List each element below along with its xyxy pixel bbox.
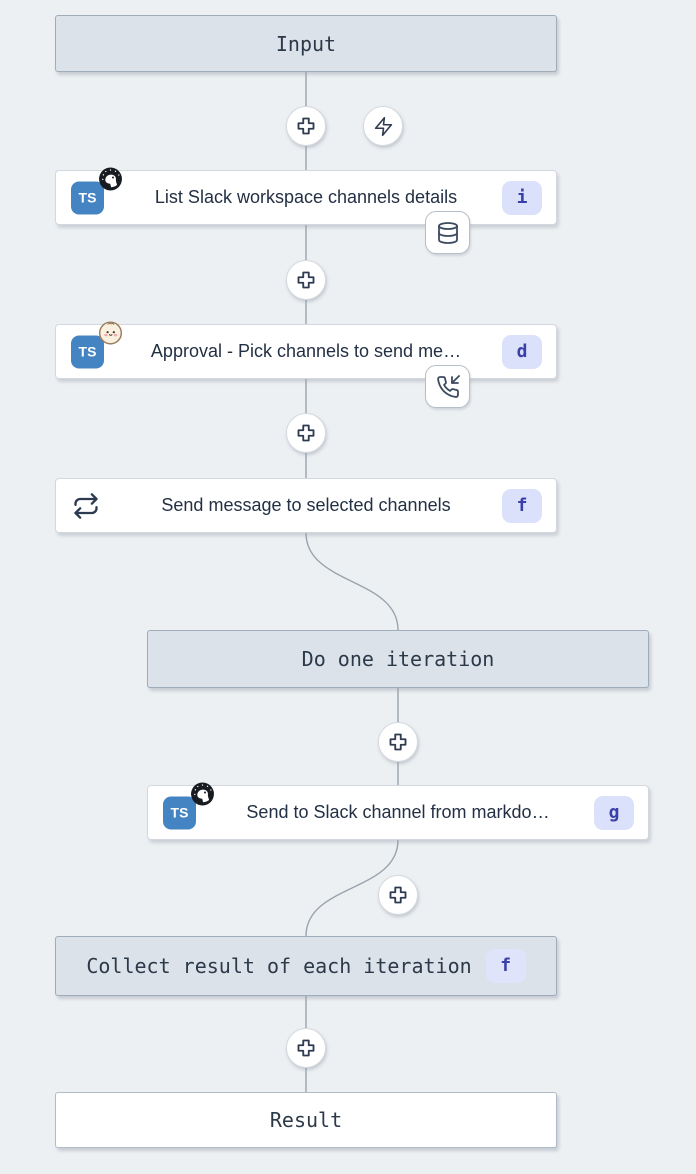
plus-icon <box>297 424 315 442</box>
step-title: List Slack workspace channels details <box>154 187 458 207</box>
typescript-icon: TS <box>163 796 196 829</box>
typescript-icon: TS <box>71 335 104 368</box>
step-node-send-to-slack-channel[interactable]: TS Send to Slack channel from markdo… g <box>147 782 649 840</box>
approval-indicator <box>425 365 470 408</box>
plus-icon <box>297 117 315 135</box>
input-node-label: Input <box>275 31 337 56</box>
cache-indicator <box>425 211 470 254</box>
add-step-button[interactable] <box>378 722 418 762</box>
repeat-icon <box>74 492 98 519</box>
collect-result-node[interactable]: Collect result of each iteration f <box>55 936 557 996</box>
plus-icon <box>297 1039 315 1057</box>
zap-icon <box>374 116 392 136</box>
add-step-button[interactable] <box>286 413 326 453</box>
iteration-header-node[interactable]: Do one iteration <box>147 630 649 688</box>
step-id-badge: f <box>485 949 526 983</box>
bun-logo-icon <box>98 320 123 345</box>
step-id-badge: f <box>502 488 542 523</box>
forloop-node-send-message[interactable]: Send message to selected channels f <box>55 478 557 533</box>
collect-result-label: Collect result of each iteration <box>86 954 472 978</box>
database-icon <box>437 221 458 244</box>
step-id-badge: d <box>502 334 542 369</box>
deno-logo-icon <box>99 167 122 190</box>
deno-logo-icon <box>191 782 214 805</box>
plus-icon <box>389 733 407 751</box>
step-node-list-slack-channels[interactable]: TS List Slack workspace channels details… <box>55 167 557 225</box>
step-id-badge: g <box>594 795 634 830</box>
result-node[interactable]: Result <box>55 1092 557 1148</box>
step-node-approval-pick-channels[interactable]: TS Approval - Pick channels to send me… … <box>55 320 557 379</box>
step-title: Approval - Pick channels to send me… <box>150 341 462 361</box>
step-title: Send to Slack channel from markdo… <box>246 802 550 822</box>
add-step-button[interactable] <box>286 106 326 146</box>
phone-incoming-icon <box>436 374 460 398</box>
language-icon-wrap: TS <box>71 320 123 368</box>
add-step-button[interactable] <box>286 260 326 300</box>
typescript-icon: TS <box>71 181 104 214</box>
step-id-badge: i <box>502 180 542 215</box>
input-node[interactable]: Input <box>55 15 557 72</box>
iteration-label: Do one iteration <box>301 647 495 671</box>
add-trigger-button[interactable] <box>363 106 403 146</box>
step-title: Send message to selected channels <box>161 495 451 515</box>
plus-icon <box>389 886 407 904</box>
plus-icon <box>297 271 315 289</box>
add-step-button[interactable] <box>286 1028 326 1068</box>
language-icon-wrap: TS <box>71 167 122 214</box>
language-icon-wrap: TS <box>163 782 214 829</box>
result-node-label: Result <box>269 1108 343 1132</box>
add-step-button[interactable] <box>378 875 418 915</box>
